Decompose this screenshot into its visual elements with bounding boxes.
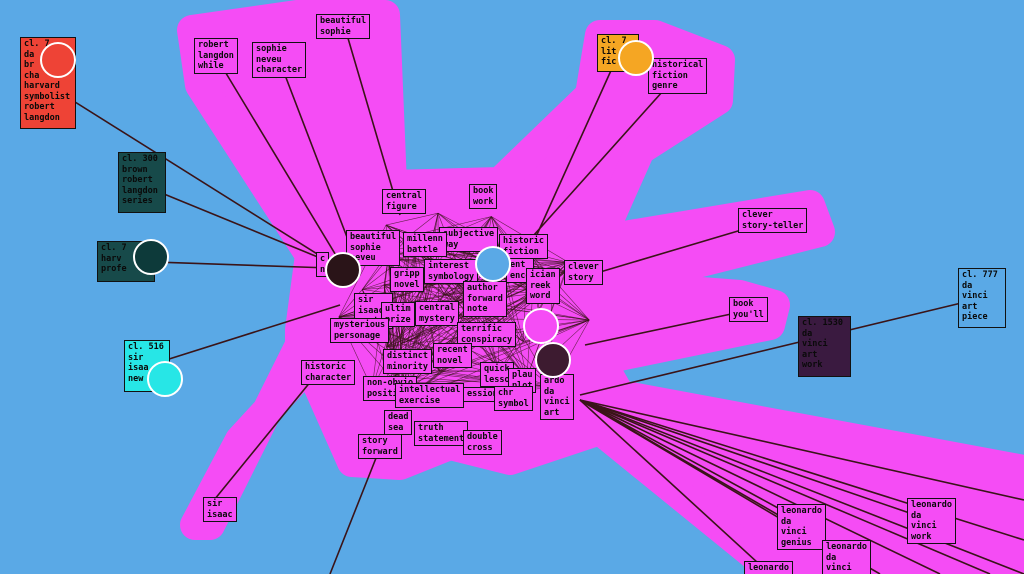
lbl-sophie-neveu-character[interactable]: sophie neveu character xyxy=(252,42,307,78)
lbl-book-youll[interactable]: book you'll xyxy=(729,297,768,322)
lbl-mysterious-personage[interactable]: mysterious personage xyxy=(330,318,390,343)
spoke-edge xyxy=(579,399,1024,574)
lbl-central-mystery[interactable]: central mystery xyxy=(415,301,459,326)
spoke-edge xyxy=(209,369,321,506)
cl-orange-dot[interactable] xyxy=(618,40,654,76)
lbl-story-forward[interactable]: story forward xyxy=(358,434,402,459)
dot-blue-center[interactable] xyxy=(475,246,511,282)
cl-777-box[interactable]: cl. 777 da vinci art piece xyxy=(958,268,1006,328)
lbl-robert-langdon-while[interactable]: robert langdon while xyxy=(194,38,238,74)
lbl-clever-story[interactable]: clever story xyxy=(564,260,603,285)
lbl-author-forward-note[interactable]: author forward note xyxy=(463,281,507,317)
spoke-edge xyxy=(214,54,341,263)
dot-plum-center[interactable] xyxy=(535,342,571,378)
lbl-central-figure[interactable]: central figure xyxy=(382,189,426,214)
spoke-edge xyxy=(579,399,931,521)
lbl-leonardo-da-vinci-work[interactable]: leonardo da vinci work xyxy=(907,498,956,544)
lbl-truth-statement[interactable]: truth statement xyxy=(414,421,469,446)
spoke-edge xyxy=(524,71,681,246)
lbl-leonardo-da-vinci-2[interactable]: leonardo da vinci xyxy=(822,540,871,574)
lbl-historical-fiction-genre[interactable]: historical fiction genre xyxy=(648,58,708,94)
lbl-distinct-minority[interactable]: distinct minority xyxy=(383,349,432,374)
spoke-edge xyxy=(529,54,619,251)
spoke-edge xyxy=(329,447,381,574)
lbl-christian-symbol[interactable]: chr symbol xyxy=(494,386,533,411)
lbl-sir-isaac-bottom[interactable]: sir isaac xyxy=(203,497,237,522)
lbl-dead-sea[interactable]: dead sea xyxy=(384,410,413,435)
mesh-edge xyxy=(383,284,528,378)
mesh-edge xyxy=(404,319,590,394)
dot-dark-center[interactable] xyxy=(325,252,361,288)
lbl-leonardo-bottom[interactable]: leonardo xyxy=(744,561,793,574)
cl-300-box[interactable]: cl. 300 brown robert langdon series xyxy=(118,152,166,213)
lbl-interesting-symbology[interactable]: interest symbology xyxy=(424,259,479,284)
spoke-edge xyxy=(579,297,983,396)
lbl-ician-reek-word[interactable]: ician reek word xyxy=(526,268,560,304)
lbl-terrific-conspiracy[interactable]: terrific conspiracy xyxy=(457,322,517,347)
spoke-edge xyxy=(146,304,341,367)
lbl-recent-novel[interactable]: recent novel xyxy=(433,343,472,368)
lbl-leonardo-da-vinci-genius[interactable]: leonardo da vinci genius xyxy=(777,504,826,550)
lbl-millennia-battle[interactable]: millenn battle xyxy=(403,232,447,257)
cl-teal-dot[interactable] xyxy=(133,239,169,275)
spoke-edge xyxy=(39,79,331,263)
spoke-edge xyxy=(579,399,941,574)
hull-shape xyxy=(177,0,1024,574)
lbl-leonardo-da-vinci-art[interactable]: ardo da vinci art xyxy=(540,374,574,420)
cluster-hull xyxy=(177,0,1024,574)
spoke-edge xyxy=(579,399,801,521)
dot-magenta-center[interactable] xyxy=(523,308,559,344)
lbl-double-cross[interactable]: double cross xyxy=(463,430,502,455)
cl-purple-box[interactable]: cl. 1530 da vinci art work xyxy=(798,316,851,377)
spoke-edge xyxy=(141,184,331,263)
cl-516-dot[interactable] xyxy=(147,361,183,397)
lbl-intellectual-exercise[interactable]: intellectual exercise xyxy=(395,383,465,408)
spoke-edge xyxy=(579,399,1024,501)
lbl-clever-story-teller[interactable]: clever story-teller xyxy=(738,208,808,233)
lbl-beautiful-sophie-top[interactable]: beautiful sophie xyxy=(316,14,371,39)
cl-red-dot[interactable] xyxy=(40,42,76,78)
lbl-quick-lesson[interactable]: quick lesso xyxy=(480,362,514,387)
lbl-gripping-novel[interactable]: gripp novel xyxy=(390,267,424,292)
mesh-edge xyxy=(385,212,439,226)
lbl-book-work[interactable]: book work xyxy=(469,184,498,209)
spoke-edge xyxy=(579,399,771,574)
lbl-historic-character[interactable]: historic character xyxy=(301,360,356,385)
cl-red-box[interactable]: cl. 7 da br cha harvard symbolist robert… xyxy=(20,37,76,129)
spoke-edge xyxy=(579,399,991,574)
spoke-edge xyxy=(279,61,351,246)
spoke-edge xyxy=(584,309,751,346)
spoke-edge xyxy=(344,27,401,216)
